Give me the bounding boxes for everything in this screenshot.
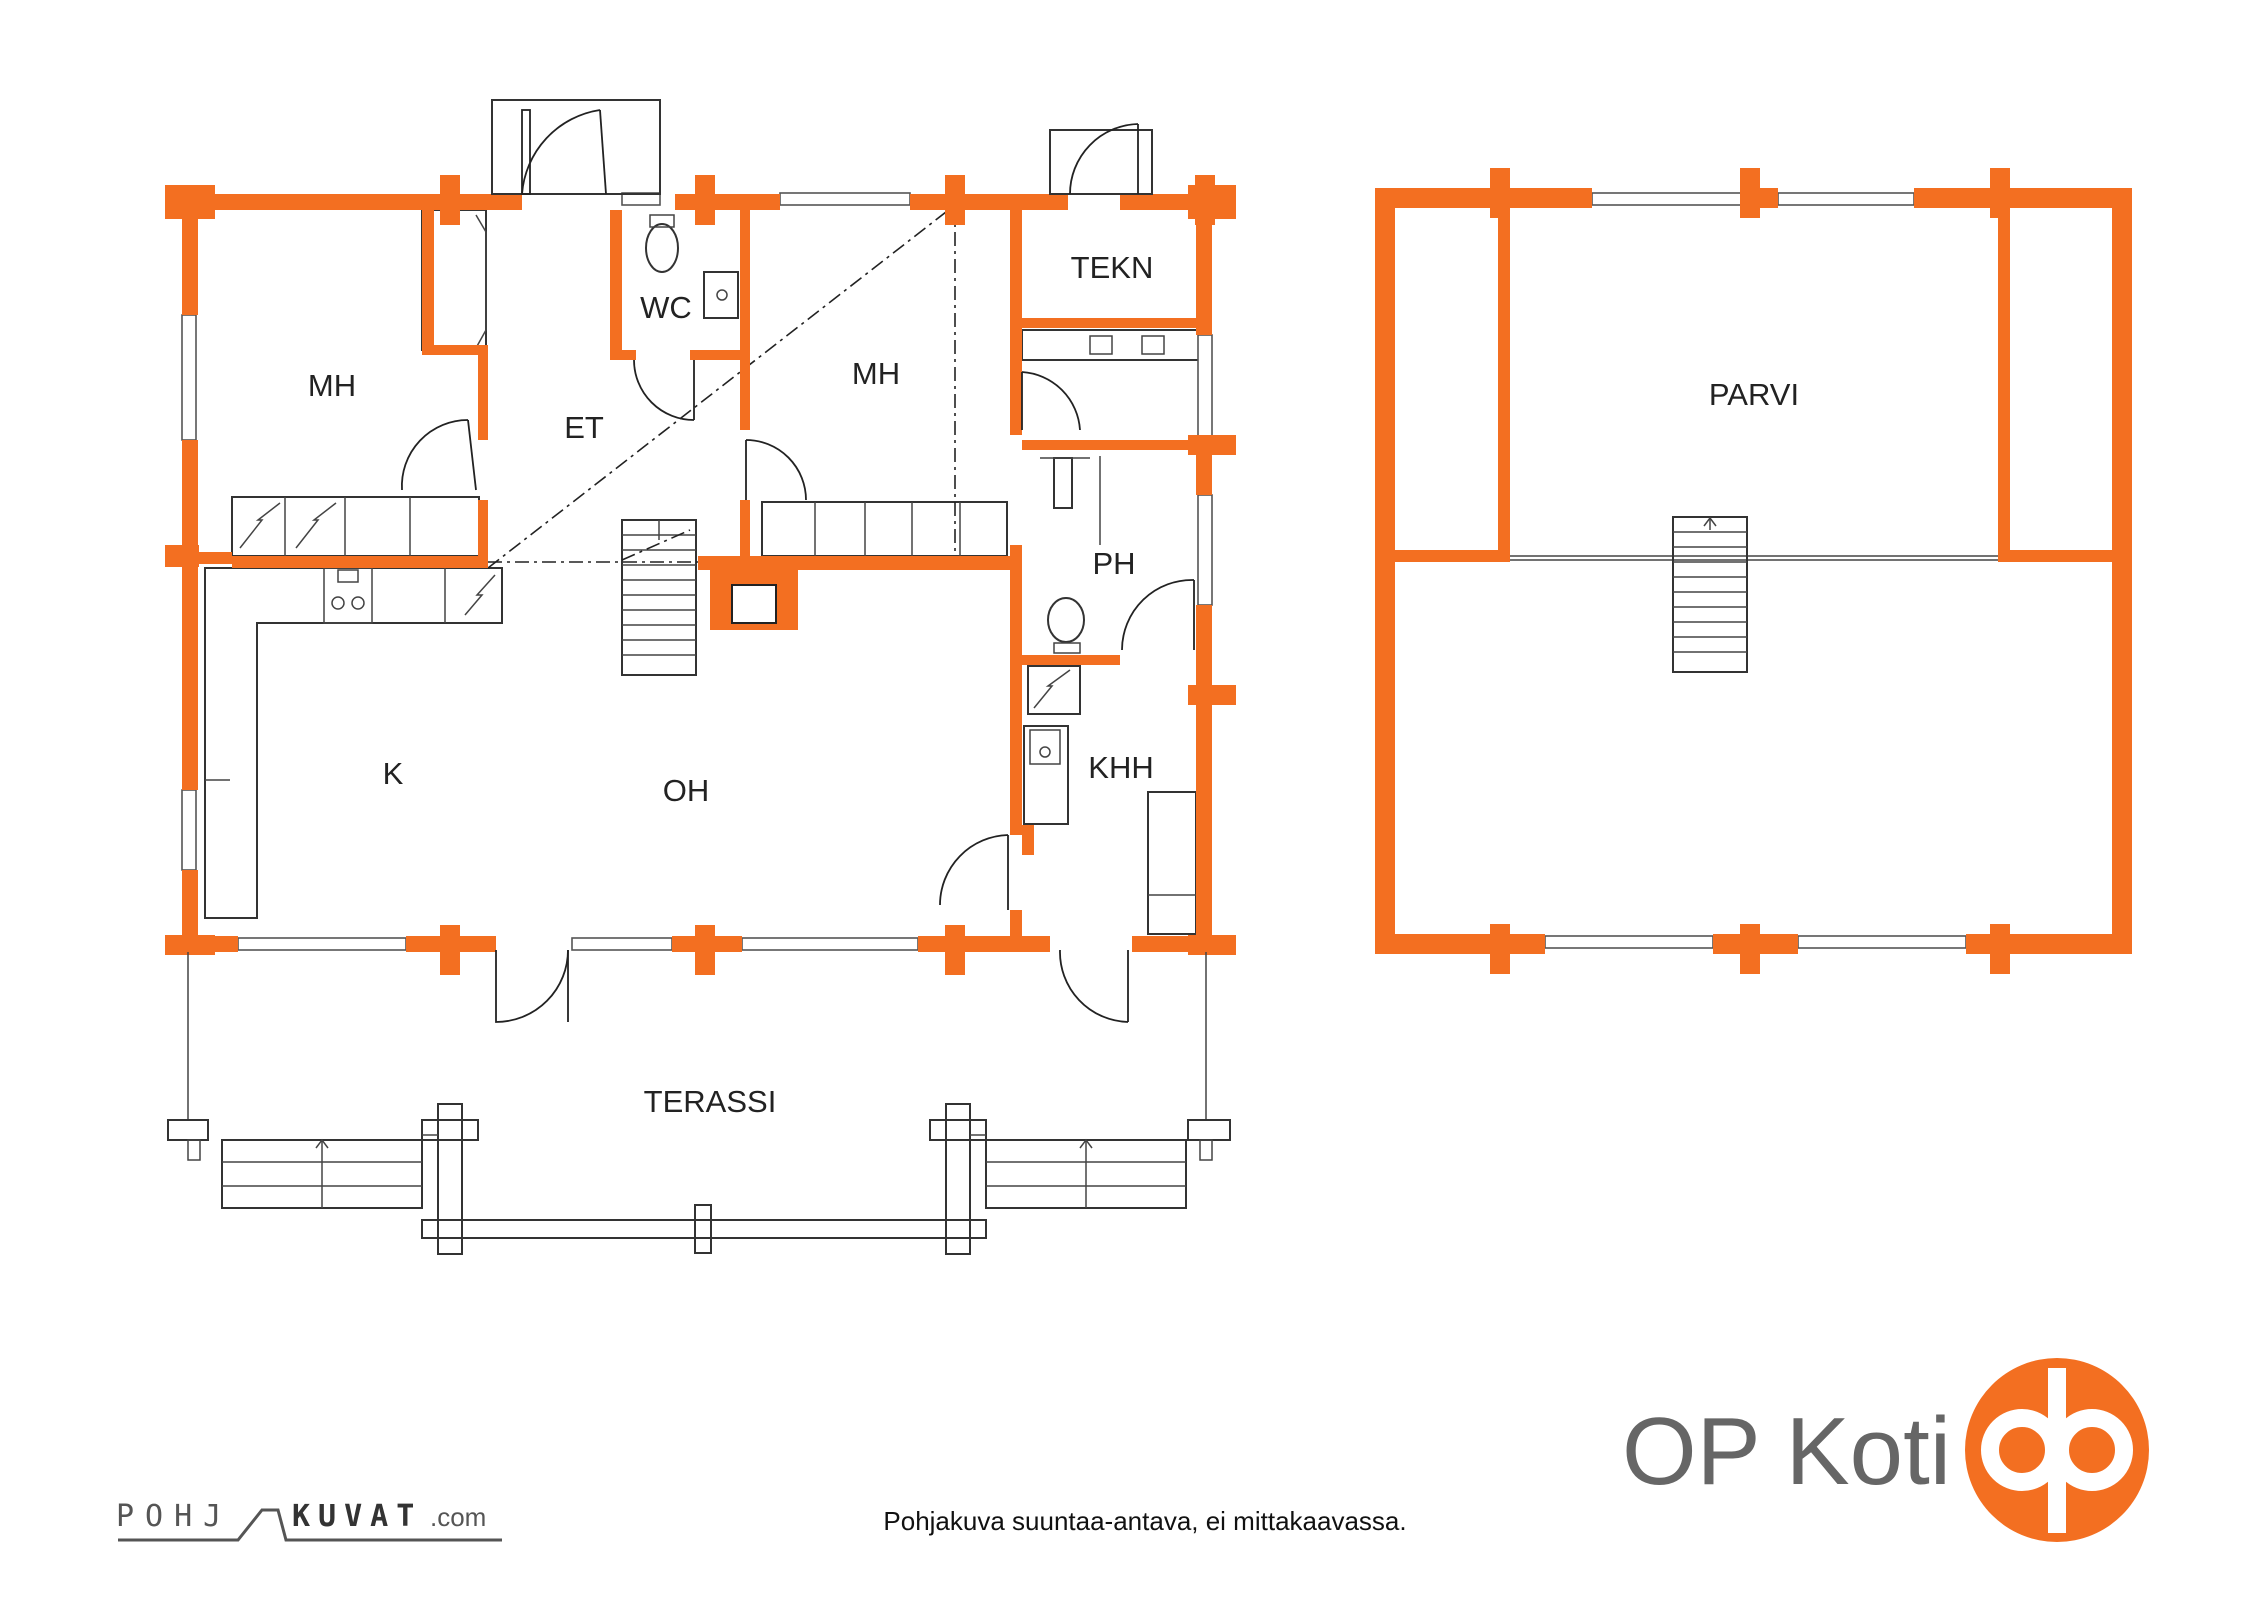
brand-name: OP Koti	[1622, 1398, 1951, 1505]
walls-ground	[165, 175, 1236, 975]
room-label-et: ET	[564, 410, 604, 445]
room-label-mh-1: MH	[308, 368, 356, 403]
room-label-oh: OH	[663, 773, 710, 808]
room-label-wc: WC	[640, 290, 692, 325]
room-label-terassi: TERASSI	[644, 1084, 777, 1119]
terrace	[167, 952, 1231, 1255]
room-labels-ground: MH ET WC MH TEKN PH K OH KHH TERASSI	[308, 250, 1154, 1119]
room-label-mh-2: MH	[852, 356, 900, 391]
disclaimer-text: Pohjakuva suuntaa-antava, ei mittakaavas…	[883, 1506, 1406, 1536]
room-label-tekn: TEKN	[1071, 250, 1154, 285]
room-label-parvi: PARVI	[1709, 377, 1799, 412]
ground-floor-plan: MH ET WC MH TEKN PH K OH KHH TERASSI	[165, 99, 1236, 1255]
room-label-khh: KHH	[1088, 750, 1153, 785]
pohjakuvat-logo: POHJ KUVAT .com	[116, 1499, 502, 1542]
room-label-ph: PH	[1092, 546, 1135, 581]
stairs-ground	[621, 519, 697, 676]
credit-logo-part1: POHJ	[116, 1499, 232, 1534]
op-logo-icon	[1965, 1358, 2149, 1542]
credit-logo-part2: KUVAT	[292, 1499, 422, 1534]
credit-logo-part3: .com	[430, 1502, 486, 1532]
doors-ground	[401, 99, 1195, 1023]
loft-plan: PARVI	[1375, 168, 2132, 974]
stairs-loft	[1672, 516, 1748, 673]
room-label-k: K	[383, 756, 404, 791]
